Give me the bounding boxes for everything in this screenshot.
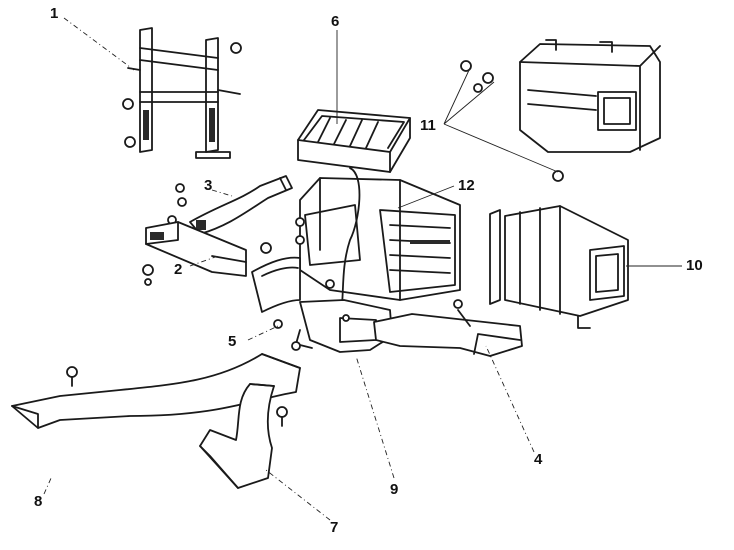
part-8-floor-duct — [11, 353, 301, 429]
part-4-duct — [373, 299, 523, 357]
callout-12: 12 — [458, 177, 475, 194]
part-9-plenum — [291, 299, 393, 353]
callout-8: 8 — [34, 493, 43, 510]
callout-6: 6 — [331, 13, 340, 30]
callout-11: 11 — [420, 117, 436, 134]
part-1-bracket — [122, 27, 242, 159]
callout-7: 7 — [330, 519, 339, 536]
part-10-evaporator — [489, 205, 629, 329]
leader-lines — [43, 17, 682, 521]
part-12-heater-case — [295, 167, 461, 316]
callout-3: 3 — [204, 177, 213, 194]
callout-2: 2 — [174, 261, 183, 278]
part-11-blower-case — [460, 39, 661, 182]
part-6-vent — [297, 109, 411, 173]
part-7-rear-duct — [199, 383, 288, 489]
part-2-duct — [142, 221, 272, 286]
callout-10: 10 — [686, 257, 703, 274]
callout-9: 9 — [390, 481, 399, 498]
callout-1: 1 — [50, 5, 59, 22]
callout-4: 4 — [534, 451, 543, 468]
part-5-connector — [251, 256, 301, 329]
callout-5: 5 — [228, 333, 237, 350]
